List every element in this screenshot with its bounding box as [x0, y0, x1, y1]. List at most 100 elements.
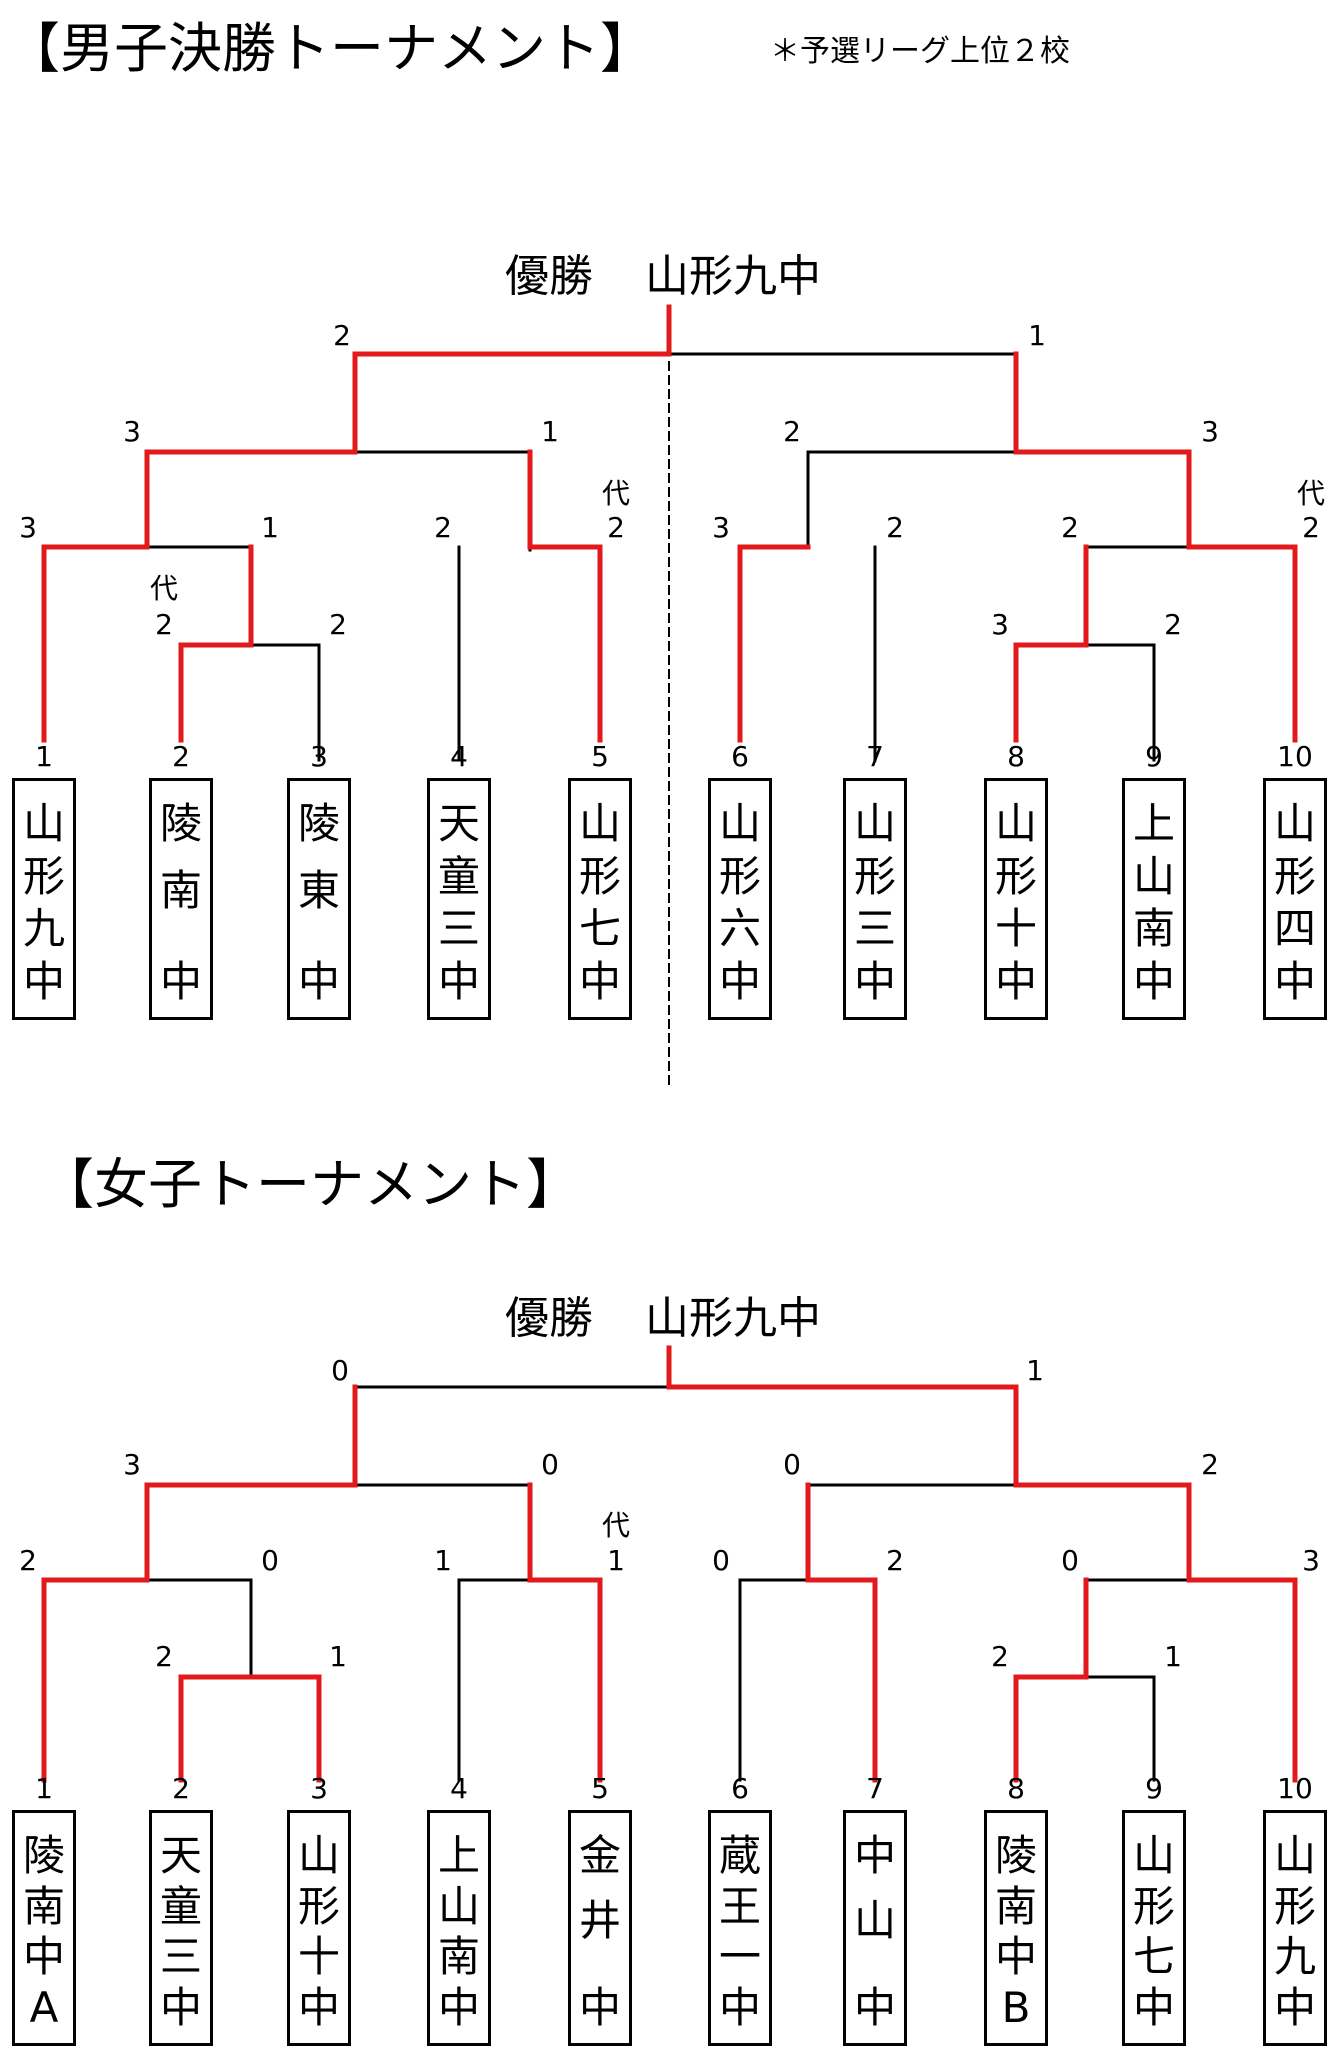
team-box: 中山中 [843, 1810, 907, 2046]
team-name-char: 中 [159, 1982, 202, 2032]
bracket-line [805, 1482, 878, 1783]
seed-number: 9 [1145, 740, 1163, 773]
team-box: 山形九中 [1263, 1810, 1327, 2046]
team-name-char: 九 [22, 904, 65, 954]
seed-number: 7 [866, 740, 884, 773]
bracket-line [527, 449, 603, 743]
score-label: 2 [1201, 1448, 1219, 1481]
team-name-char: 中 [994, 1932, 1037, 1982]
team-box: 上山南中 [427, 1810, 491, 2046]
team-name-char: 中 [718, 1982, 761, 2032]
team-name-char: 上 [1132, 799, 1175, 848]
team-name-char: 形 [578, 851, 621, 901]
team-name-char: 蔵 [718, 1831, 761, 1880]
boys-note: ＊予選リーグ上位２校 [770, 34, 1070, 69]
team-name-char: 中 [437, 956, 480, 1006]
score-label: 0 [541, 1448, 559, 1481]
seed-number: 9 [1145, 1772, 1163, 1805]
bracket-line [41, 1384, 358, 1783]
bracket-line [248, 1674, 322, 1783]
team-name-char: 南 [22, 1881, 65, 1931]
bracket-line [737, 544, 811, 743]
seed-number: 4 [450, 740, 468, 773]
team-name-char: 四 [1273, 904, 1316, 954]
boys-champion-name: 山形九中 [645, 251, 821, 302]
bracket-line [41, 304, 672, 743]
score-label: 3 [991, 608, 1009, 641]
substitute-label: 代 [1297, 477, 1325, 510]
team-name-char: 中 [22, 1932, 65, 1982]
team-name-char: 金 [578, 1831, 621, 1880]
score-label: 1 [261, 511, 279, 544]
team-name-char: 形 [1273, 851, 1316, 901]
team-box: 山形三中 [843, 778, 907, 1020]
score-label: 3 [1302, 1544, 1320, 1577]
score-label: 2 [991, 1640, 1009, 1673]
team-name-char: 中 [22, 956, 65, 1006]
team-name-char: 東 [297, 865, 340, 915]
score-label: 3 [19, 511, 37, 544]
girls-champion: 優勝 山形九中 [505, 1282, 821, 1346]
team-name-char: 三 [437, 904, 480, 954]
seed-number: 2 [172, 740, 190, 773]
team-name-char: 七 [1132, 1932, 1175, 1982]
team-name-char: A [29, 1982, 59, 2032]
team-name-char: 形 [297, 1881, 340, 1931]
team-name-char: 陵 [994, 1831, 1037, 1880]
team-name-char: 中 [297, 1982, 340, 2032]
score-label: 1 [434, 1544, 452, 1577]
score-label: 2 [19, 1544, 37, 1577]
team-box: 蔵王一中 [708, 1810, 772, 2046]
team-name-char: 中 [1273, 1982, 1316, 2032]
score-label: 2 [886, 1544, 904, 1577]
team-name-char: 山 [22, 799, 65, 848]
girls-champion-label: 優勝 [505, 1293, 593, 1344]
score-label: 2 [333, 319, 351, 352]
score-label: 2 [607, 511, 625, 544]
girls-bracket: 0 1 3 0 0 2 2 0 1 代 1 0 2 0 3 2 1 2 1 [19, 1345, 1320, 1783]
team-box: 天童三中 [427, 778, 491, 1020]
score-label: 0 [783, 1448, 801, 1481]
seed-number: 8 [1007, 740, 1025, 773]
girls-black-lines [145, 1385, 1191, 1782]
seed-number: 5 [591, 740, 609, 773]
girls-title: 【女子トーナメント】 [40, 1153, 580, 1216]
bracket-line [1084, 1675, 1156, 1782]
team-box: 金井中 [568, 1810, 632, 2046]
score-label: 2 [329, 608, 347, 641]
boys-red-lines [41, 304, 1298, 743]
team-box: 山形六中 [708, 778, 772, 1020]
boys-bracket: 2 1 3 1 2 3 3 1 2 代 2 3 2 2 代 2 代 2 2 3 … [19, 304, 1325, 1086]
boys-champion-label: 優勝 [505, 251, 593, 302]
score-label: 1 [607, 1544, 625, 1577]
score-label: 1 [329, 1640, 347, 1673]
team-box: 上山南中 [1122, 778, 1186, 1020]
seed-number: 6 [731, 740, 749, 773]
team-name-char: 中 [853, 1982, 896, 2032]
seed-number: 10 [1277, 1772, 1313, 1805]
score-label: 2 [1061, 511, 1079, 544]
seed-number: 1 [35, 740, 53, 773]
bracket-line [527, 1482, 603, 1783]
team-name-char: 南 [1132, 904, 1175, 954]
team-name-char: 南 [159, 865, 202, 915]
team-name-char: 十 [297, 1932, 340, 1982]
team-name-char: 一 [718, 1932, 761, 1982]
team-name-char: 中 [437, 1982, 480, 2032]
team-name-char: 陵 [159, 799, 202, 848]
team-name-char: 南 [994, 1881, 1037, 1931]
bracket-line [1084, 643, 1156, 762]
team-name-char: 中 [718, 956, 761, 1006]
score-label: 0 [331, 1354, 349, 1387]
bracket-line [1013, 544, 1089, 743]
team-name-char: 中 [853, 1831, 896, 1880]
substitute-label: 代 [150, 572, 178, 605]
team-name-char: 山 [578, 799, 621, 848]
score-label: 2 [783, 415, 801, 448]
team-box: 陵南中 [149, 778, 213, 1020]
seed-number: 1 [35, 1772, 53, 1805]
seed-number: 3 [310, 740, 328, 773]
girls-champion-name: 山形九中 [645, 1293, 821, 1344]
bracket-line [1013, 1577, 1089, 1783]
score-label: 3 [1201, 415, 1219, 448]
